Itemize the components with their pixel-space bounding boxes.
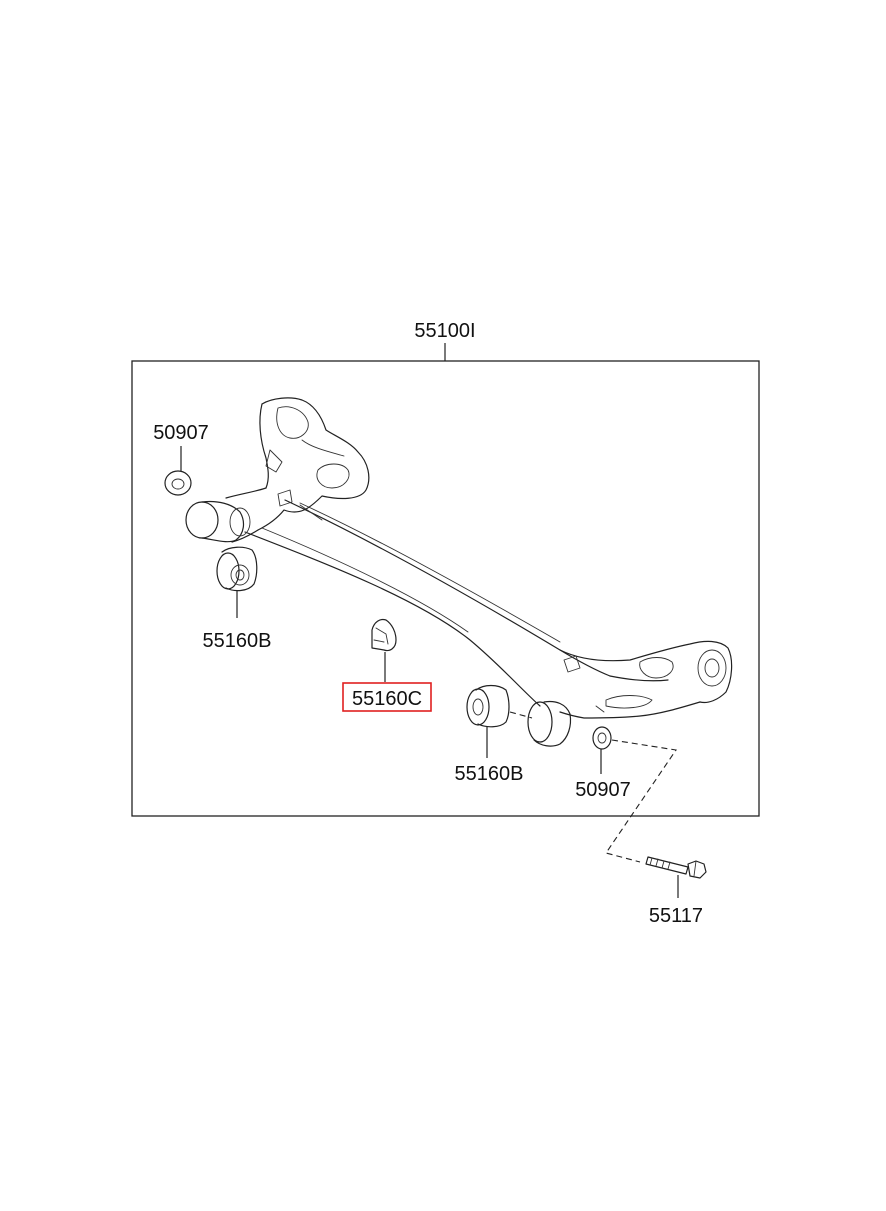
label-washer-left[interactable]: 50907: [153, 422, 209, 444]
bracket-part[interactable]: [371, 618, 397, 652]
label-washer-right[interactable]: 50907: [575, 779, 631, 801]
bushing-right[interactable]: [466, 684, 510, 728]
bushing-left[interactable]: [216, 546, 258, 592]
bolt-part[interactable]: [645, 856, 707, 879]
leader-bushing-right-dash: [509, 711, 533, 719]
label-bolt[interactable]: 55117: [649, 905, 703, 927]
washer-right[interactable]: [592, 726, 612, 750]
label-bracket[interactable]: 55160C: [352, 688, 422, 710]
highlight-box: [342, 682, 432, 712]
bolt-assembly-path: [605, 739, 677, 863]
label-bushing-left[interactable]: 55160B: [203, 630, 272, 652]
label-bushing-right[interactable]: 55160B: [455, 763, 524, 785]
washer-left[interactable]: [164, 470, 192, 496]
label-assembly[interactable]: 55100I: [414, 320, 475, 342]
torsion-beam-axle: [185, 397, 733, 747]
